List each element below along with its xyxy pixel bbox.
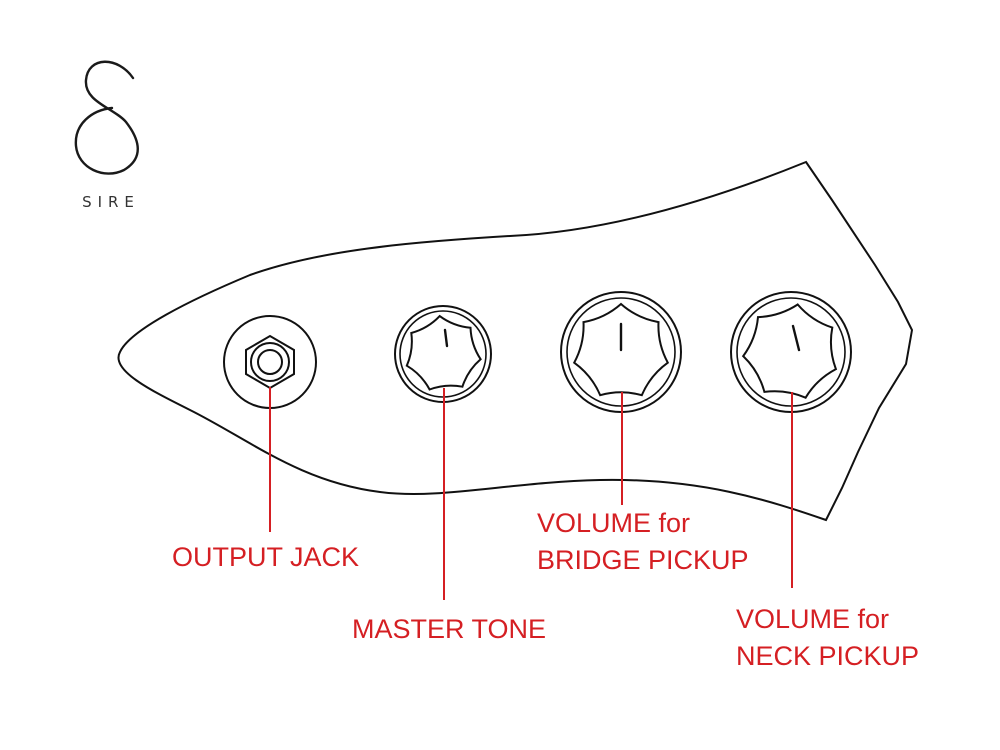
master-tone-knob — [394, 305, 492, 403]
callout-leaders — [269, 387, 793, 600]
output-jack-label: OUTPUT JACK — [172, 542, 359, 572]
volume-bridge-knob-inner — [566, 297, 676, 407]
volume-neck-knob-inner — [736, 297, 846, 407]
volume-bridge-label-line-1: VOLUME for — [537, 508, 690, 538]
output-jack-hex-nut — [245, 334, 295, 390]
volume-neck-label-line-2: NECK PICKUP — [736, 641, 919, 671]
control-plate-outline — [117, 160, 914, 522]
output-jack-socket-hole — [257, 349, 283, 375]
volume-bridge-label-line-2: BRIDGE PICKUP — [537, 545, 749, 575]
volume-neck-pointer-icon — [791, 324, 801, 352]
volume-neck-knob-grip — [741, 303, 838, 399]
sire-logo: SIRE — [74, 60, 140, 211]
master-tone-knob-inner — [399, 310, 487, 398]
sire-logo-wordmark: SIRE — [82, 193, 140, 211]
master-tone-label: MASTER TONE — [352, 614, 546, 644]
sire-logo-mark — [74, 60, 139, 175]
master-tone-pointer-icon — [443, 328, 449, 348]
volume-neck-label-line-1: VOLUME for — [736, 604, 889, 634]
output-jack-socket-ring — [250, 342, 290, 382]
master-tone-knob-grip — [405, 314, 482, 391]
